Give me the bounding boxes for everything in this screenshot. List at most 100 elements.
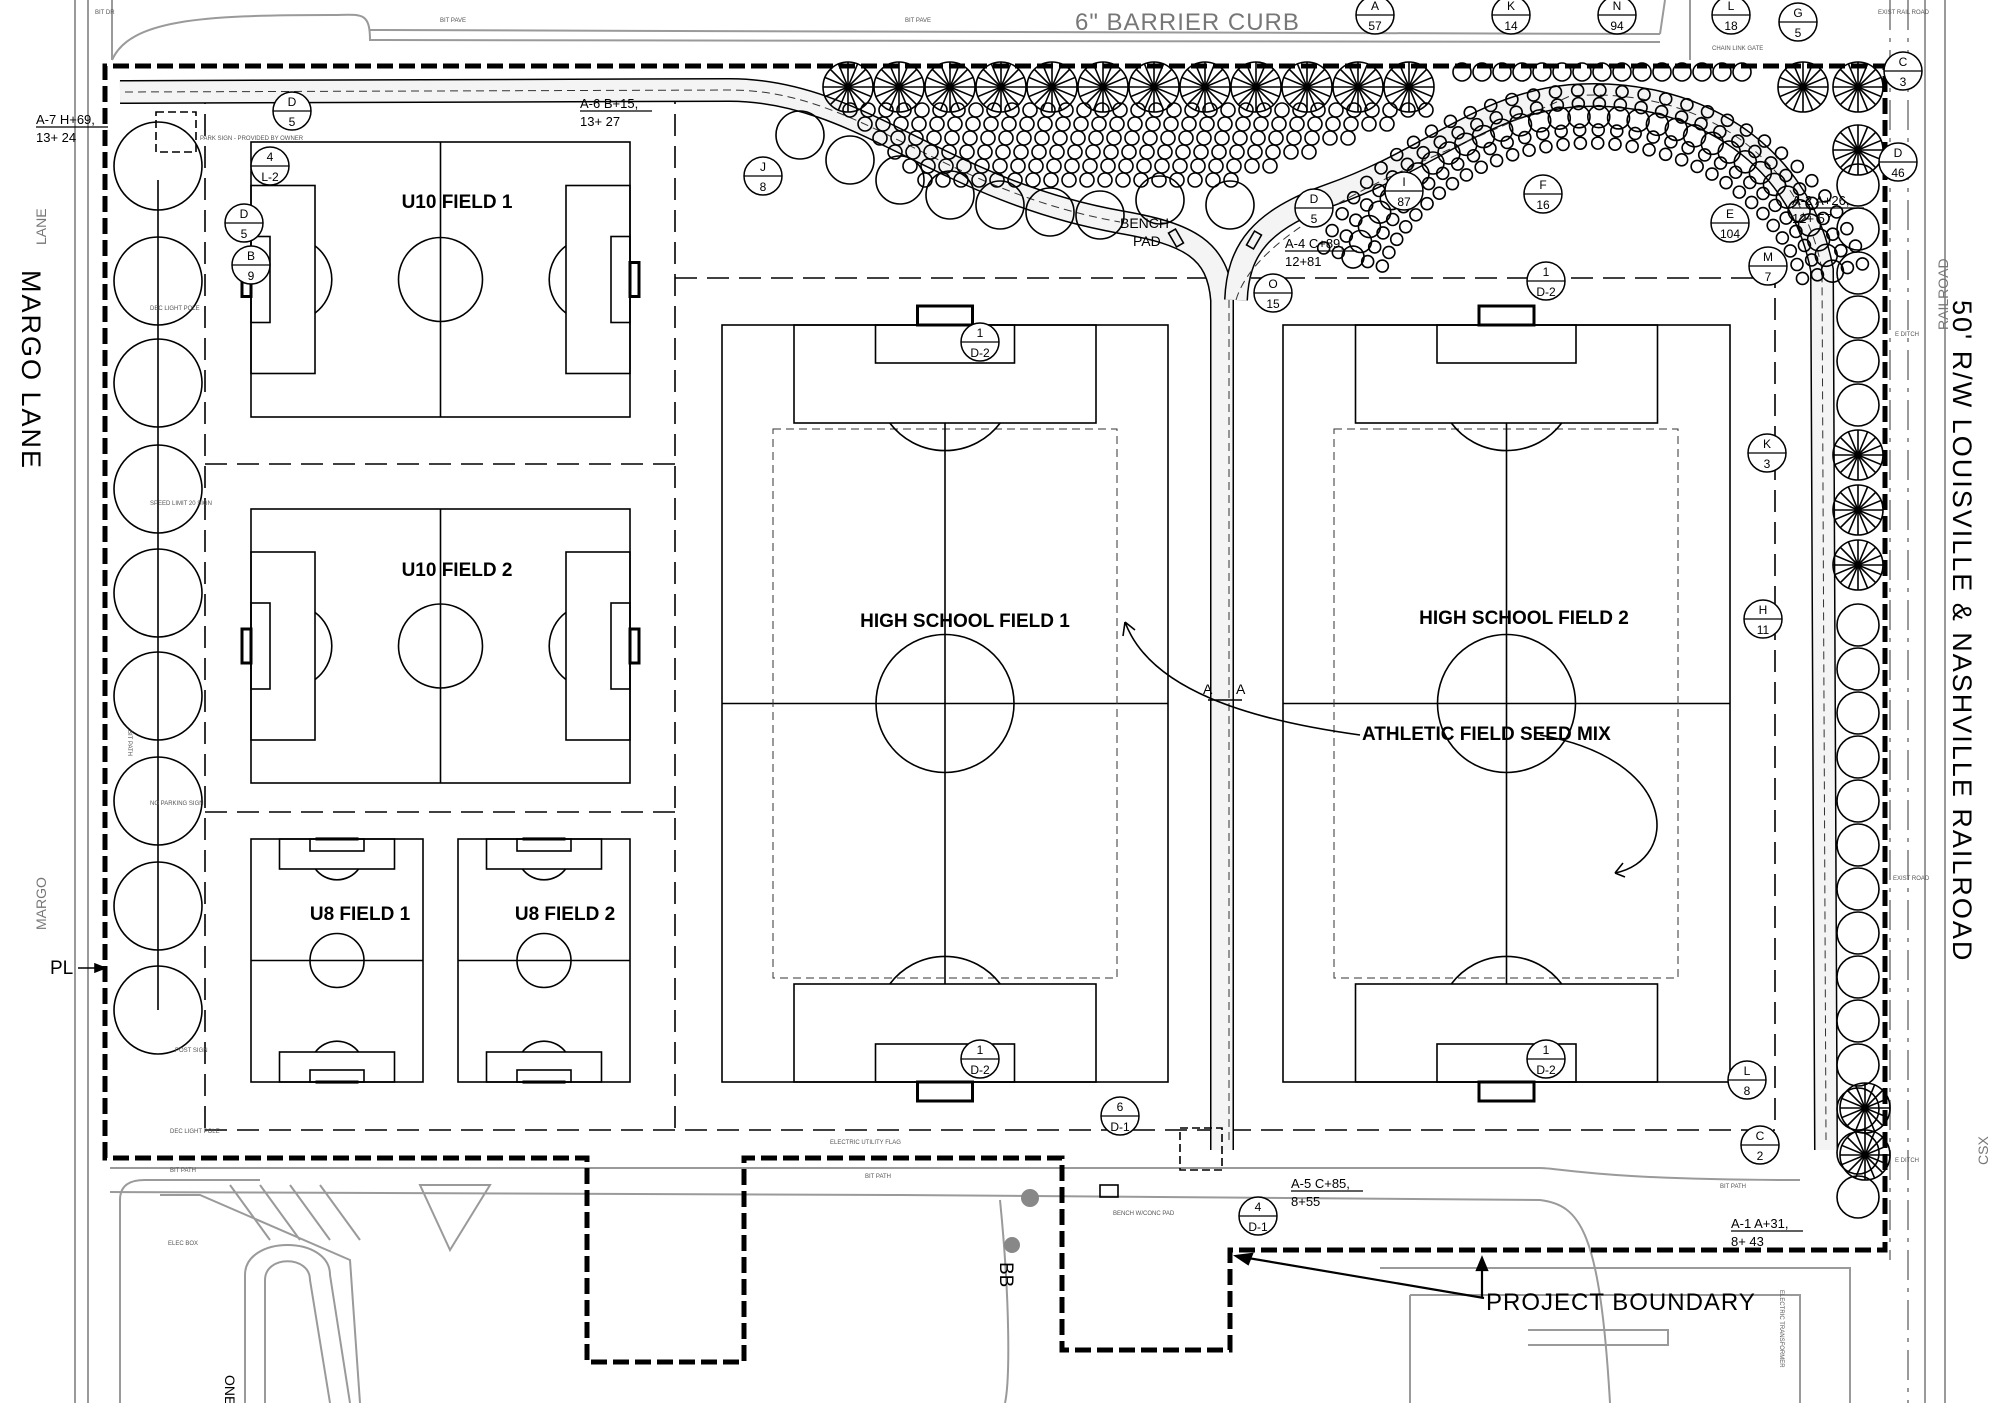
shrub-icon <box>1067 144 1083 160</box>
note-chain-link-gate: CHAIN LINK GATE <box>1712 46 1763 52</box>
note-exist-road: EXIST ROAD <box>1893 876 1930 882</box>
shrub-icon <box>1211 144 1227 160</box>
shrub-icon <box>1121 144 1137 160</box>
shrub-icon <box>1836 1175 1880 1219</box>
shrub-icon <box>1010 158 1026 174</box>
callout-qty: D-1 <box>1110 1120 1130 1134</box>
shrub-icon <box>1135 175 1185 225</box>
penalty-arc <box>314 611 333 681</box>
penalty-arc <box>521 1040 567 1053</box>
shrub-icon <box>1556 137 1570 152</box>
shrub-icon <box>1570 83 1585 98</box>
station-line-1: A-7 H+69, <box>36 112 95 127</box>
shrub-icon <box>1775 185 1800 209</box>
shrub-icon <box>1672 62 1692 82</box>
penalty-arc <box>314 245 333 314</box>
shrub-icon <box>998 130 1014 146</box>
shrub-icon <box>1190 158 1206 174</box>
one-label: ONE <box>222 1375 238 1403</box>
soccer-field <box>1282 304 1731 1103</box>
shrub-icon <box>1307 116 1323 132</box>
callout-qty: 94 <box>1610 19 1624 33</box>
shrub-icon <box>1316 241 1331 255</box>
shrub-icon <box>1073 116 1089 132</box>
penalty-box <box>485 838 603 870</box>
callouts: A57K14N94L18G5C3D46I87F16E104M7D5O15J8D5… <box>224 0 1923 1236</box>
shrub-icon <box>1766 218 1781 233</box>
shrub-icon <box>1052 130 1068 146</box>
deciduous-tree-icon <box>1832 124 1884 176</box>
shrub-icon <box>953 172 969 188</box>
callout-bubble: I87 <box>1384 171 1424 211</box>
shrub-icon <box>1283 144 1299 160</box>
penalty-box <box>1354 324 1659 424</box>
plantings <box>113 61 1891 1219</box>
station-line-2: 13+ 24 <box>36 130 76 145</box>
shrub-icon <box>1304 130 1320 146</box>
soccer-field <box>457 837 631 1084</box>
penalty-box <box>1354 983 1659 1083</box>
callout-bubble: 1D-2 <box>1526 1039 1566 1079</box>
shrub-icon <box>1836 735 1880 779</box>
shrub-icon <box>1682 124 1707 148</box>
shrub-icon <box>1223 172 1239 188</box>
shrub-icon <box>1489 110 1504 125</box>
shrub-icon <box>1335 206 1349 221</box>
shrub-icon <box>1205 180 1255 230</box>
shrub-icon <box>1732 62 1752 82</box>
shrub-icon <box>1265 144 1281 160</box>
pad-label: PAD <box>1133 233 1161 249</box>
shrub-icon <box>1367 200 1392 225</box>
shrub-icon <box>1360 254 1375 269</box>
callout-qty: 5 <box>241 227 248 241</box>
deciduous-tree-icon <box>1839 1129 1891 1181</box>
deciduous-tree-icon <box>1077 61 1129 113</box>
callout-key: K <box>1507 0 1515 13</box>
existing-context <box>74 0 1946 1403</box>
shrub-icon <box>989 172 1005 188</box>
shrub-icon <box>1406 135 1421 150</box>
shrub-icon <box>1609 124 1624 138</box>
shrub-icon <box>965 116 981 132</box>
callout-key: I <box>1402 175 1405 189</box>
shrub-icon <box>1590 136 1605 150</box>
penalty-arc <box>548 245 567 314</box>
shrub-icon <box>1783 244 1798 258</box>
shrub-icon <box>1548 85 1563 99</box>
shrub-icon <box>1301 144 1317 160</box>
shrub-icon <box>1175 144 1191 160</box>
shrub-icon <box>1385 212 1400 227</box>
shrub-icon <box>1075 190 1125 240</box>
callout-bubble: 1D-2 <box>1526 261 1566 301</box>
shrub-icon <box>1654 104 1669 119</box>
shrub-icon <box>1705 167 1719 181</box>
callout-key: 6 <box>1117 1100 1124 1114</box>
margo-lane-label: MARGO LANE <box>16 270 46 470</box>
callout-key: F <box>1539 178 1546 192</box>
callout-bubble: D5 <box>1294 188 1334 228</box>
shrub-icon <box>1612 62 1632 82</box>
goal-area <box>250 602 271 690</box>
station-line-2: 13+ 27 <box>580 114 620 129</box>
soccer-field <box>240 141 641 418</box>
penalty-box <box>278 1051 396 1083</box>
shrub-icon <box>1816 211 1830 226</box>
shrub-icon <box>1432 186 1447 201</box>
callout-key: H <box>1759 603 1768 617</box>
shrub-icon <box>1836 207 1880 251</box>
shrub-icon <box>1400 157 1415 172</box>
shrub-icon <box>1554 124 1568 139</box>
shrub-icon <box>1196 130 1212 146</box>
shrub-icon <box>1025 172 1041 188</box>
shrub-icon <box>1792 182 1807 196</box>
station-line-2: 12+ 57 <box>1792 211 1832 226</box>
seed-mix-label: ATHLETIC FIELD SEED MIX <box>1362 724 1611 745</box>
shrub-icon <box>1253 116 1269 132</box>
shrub-icon <box>1061 172 1077 188</box>
shrub-icon <box>1713 125 1727 139</box>
deciduous-tree-icon <box>1281 61 1333 113</box>
callout-qty: 5 <box>1311 212 1318 226</box>
shrub-icon <box>842 102 858 118</box>
callout-qty: 7 <box>1765 270 1772 284</box>
